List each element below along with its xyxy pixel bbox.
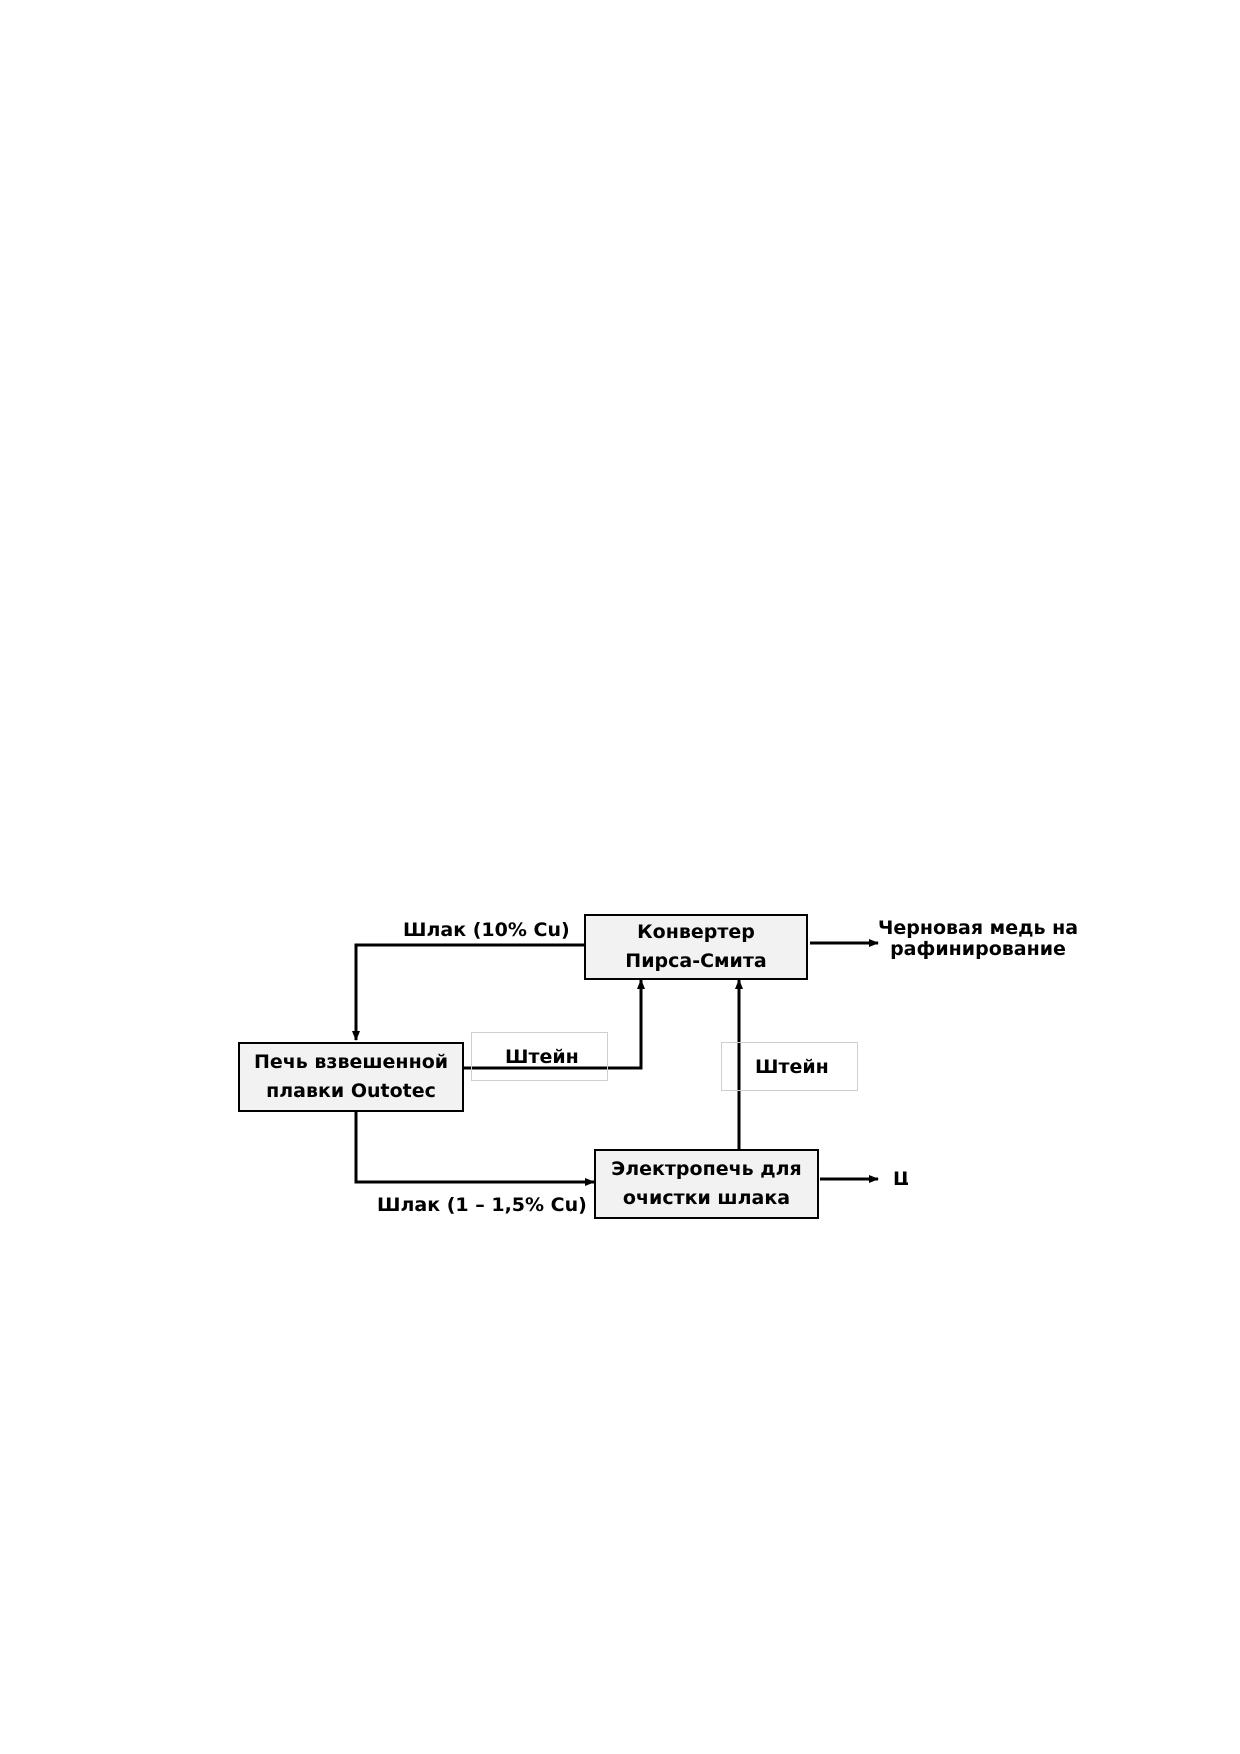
arrow-flash-furnace-to-converter bbox=[463, 979, 645, 1070]
arrow-flash-furnace-to-electric-furnace bbox=[354, 1110, 595, 1186]
output-label-blister-copper-line2: рафинирование bbox=[890, 938, 1066, 960]
matte-label-box-2 bbox=[721, 1042, 858, 1091]
output-label-slag-cut: Ш bbox=[893, 1168, 908, 1190]
edge-label-slag-10: Шлак (10% Cu) bbox=[403, 919, 570, 941]
converter-node: Конвертер Пирса-Смита bbox=[584, 914, 808, 980]
converter-label-line1: Конвертер bbox=[637, 921, 755, 943]
electric-furnace-node: Электропечь для очистки шлака bbox=[594, 1149, 819, 1219]
converter-label-line2: Пирса-Смита bbox=[625, 950, 767, 972]
flash-furnace-label-line1: Печь взвешенной bbox=[253, 1051, 449, 1073]
electric-furnace-label-line1: Электропечь для bbox=[611, 1158, 802, 1180]
matte-label-box-1 bbox=[471, 1032, 608, 1081]
edge-label-matte-1: Штейн bbox=[505, 1046, 579, 1068]
output-label-blister-copper: Черновая медь на рафинирование bbox=[878, 918, 1078, 960]
flash-furnace-label-line2: плавки Outotec bbox=[266, 1080, 436, 1102]
output-label-blister-copper-line1: Черновая медь на bbox=[878, 917, 1079, 939]
electric-furnace-label-line2: очистки шлака bbox=[622, 1187, 791, 1209]
edge-label-matte-2: Штейн bbox=[755, 1056, 829, 1078]
arrow-converter-to-flash-furnace bbox=[352, 943, 584, 1041]
flash-furnace-node: Печь взвешенной плавки Outotec bbox=[238, 1042, 464, 1112]
edge-label-slag-low: Шлак (1 – 1,5% Cu) bbox=[377, 1194, 587, 1216]
